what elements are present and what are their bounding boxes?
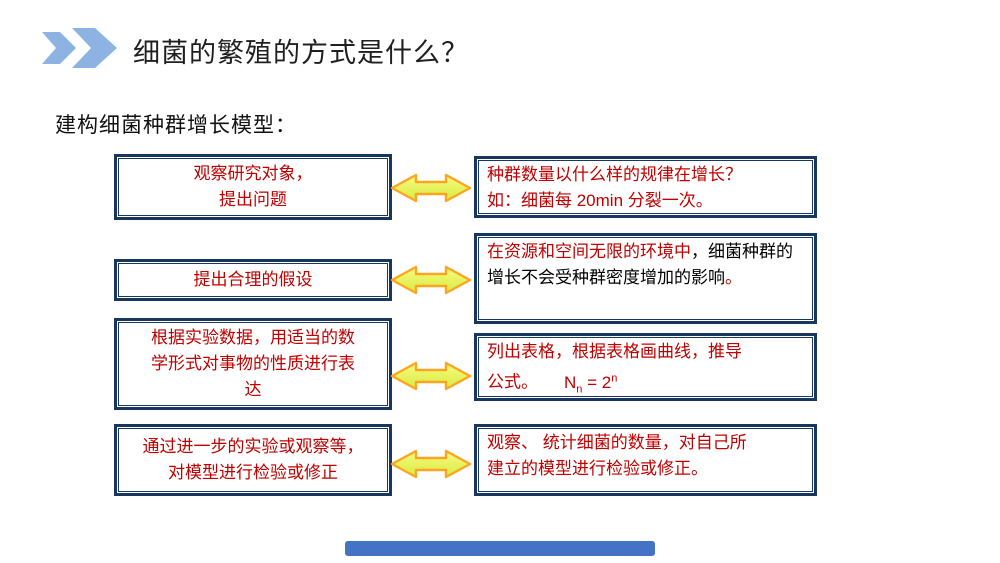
formula-prefix: 公式。 — [487, 372, 538, 392]
slide-title: 细菌的繁殖的方式是什么？ — [133, 38, 469, 68]
flow-box-right-4: 观察、 统计细菌的数量，对自己所 建立的模型进行检验或修正。 — [474, 424, 817, 496]
flow-box-left-3: 根据实验数据，用适当的数 学形式对事物的性质进行表 达 — [114, 318, 392, 410]
flow-box-right-3: 列出表格，根据表格画曲线，推导 公式。 Nn = 2n — [474, 333, 817, 401]
flow-box-left-2: 提出合理的假设 — [114, 259, 392, 301]
flow-box-left-4: 通过进一步的实验或观察等， 对模型进行检验或修正 — [114, 424, 392, 496]
slide-subtitle: 建构细菌种群增长模型： — [55, 114, 297, 137]
formula-N: N — [564, 372, 577, 392]
formula-expression: Nn = 2n — [564, 372, 618, 396]
hypothesis-red-text: 在资源和空间无限的环境中 — [487, 242, 691, 261]
formula-subscript: n — [576, 383, 583, 396]
double-arrow-icon — [390, 361, 472, 391]
double-chevron-right-icon — [42, 28, 117, 68]
flow-box-left-1: 观察研究对象， 提出问题 — [114, 154, 392, 220]
formula-equals: = 2 — [582, 372, 612, 392]
footer-progress-bar — [345, 541, 655, 556]
double-arrow-icon — [390, 173, 472, 203]
double-arrow-icon — [390, 449, 472, 479]
formula-line: 公式。 Nn = 2n — [487, 365, 804, 402]
double-arrow-icon — [390, 265, 472, 295]
flow-box-right-1: 种群数量以什么样的规律在增长？ 如：细菌每 20min 分裂一次。 — [474, 156, 817, 218]
table-curve-line: 列出表格，根据表格画曲线，推导 — [487, 342, 742, 361]
hypothesis-period: 。 — [725, 268, 742, 287]
formula-superscript: n — [611, 372, 618, 384]
flow-box-right-2: 在资源和空间无限的环境中，细菌种群的增长不会受种群密度增加的影响。 — [474, 233, 817, 324]
hypothesis-black-text: ，细菌种群的增长不会受种群密度增加的影响 — [487, 242, 793, 287]
